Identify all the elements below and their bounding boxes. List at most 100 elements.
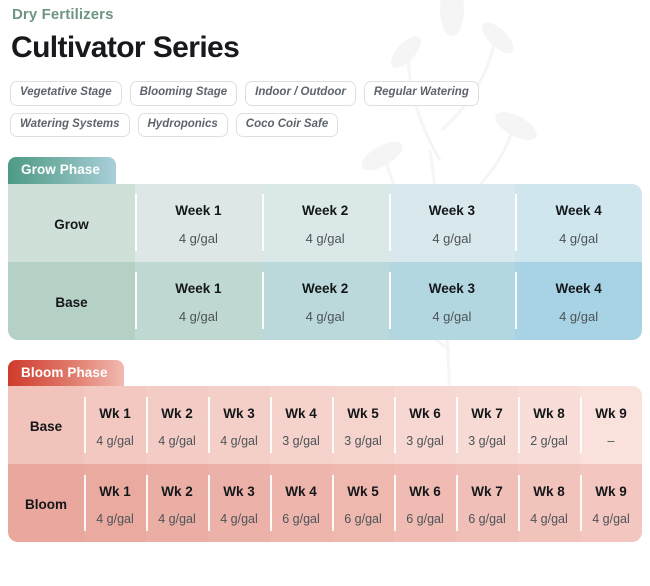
week-dose-value: 4 g/gal [432,230,472,246]
week-dose-value: 4 g/gal [559,230,599,246]
row-header-cell: Bloom [8,464,84,542]
week-label: Wk 9 [595,483,627,499]
week-cell: Week 4 4 g/gal [515,261,642,340]
week-label: Wk 1 [99,405,131,421]
row-header-cell: Base [8,386,84,464]
row-header-cell: Grow [8,183,135,262]
tag-chip[interactable]: Coco Coir Safe [235,112,339,137]
tag-chip[interactable]: Indoor / Outdoor [245,81,356,106]
tag-chip[interactable]: Blooming Stage [129,81,238,106]
week-dose-value: 2 g/gal [530,434,568,448]
tag-chip-row: Vegetative Stage Blooming Stage Indoor / O… [10,81,642,106]
week-dose-value: 3 g/gal [282,434,320,448]
week-dose-value: 4 g/gal [530,512,568,526]
tag-chip[interactable]: Hydroponics [137,112,228,137]
week-label: Week 1 [175,203,222,219]
week-label: Wk 4 [285,405,317,421]
week-label: Wk 9 [595,405,627,421]
week-label: Week 3 [428,281,476,297]
week-cell: Wk 7 3 g/gal [456,386,518,464]
week-cell: Week 1 4 g/gal [135,183,262,262]
week-cell: Wk 1 4 g/gal [84,386,146,464]
week-dose-value: 4 g/gal [178,230,218,246]
week-cell: Wk 4 6 g/gal [270,464,332,542]
week-dose-value: 3 g/gal [344,434,382,448]
week-label: Wk 3 [223,483,255,499]
phase-tab-grow[interactable]: Grow Phase [8,157,117,184]
week-dose-value: 4 g/gal [158,434,196,448]
week-dose-value: 4 g/gal [305,308,345,324]
week-cell: Wk 1 4 g/gal [84,464,146,542]
week-dose-value: 4 g/gal [96,512,134,526]
week-dose-value: – [607,434,615,448]
tag-chip[interactable]: Vegetative Stage [10,81,122,106]
week-dose-value: 4 g/gal [96,434,134,448]
eyebrow-label: Dry Fertilizers [12,6,114,23]
week-label: Wk 6 [409,483,441,499]
week-cell: Wk 2 4 g/gal [146,386,208,464]
week-label: Week 2 [301,203,349,219]
row-header-label: Base [55,294,88,310]
week-cell: Wk 5 3 g/gal [332,386,394,464]
week-label: Wk 8 [533,483,565,499]
row-header-label: Grow [54,216,89,232]
week-label: Wk 2 [161,483,193,499]
week-cell: Wk 8 2 g/gal [518,386,580,464]
week-dose-value: 4 g/gal [220,512,258,526]
week-dose-value: 4 g/gal [158,512,196,526]
week-cell: Wk 3 4 g/gal [208,464,270,542]
tag-chip[interactable]: Regular Watering [363,81,479,106]
week-dose-value: 3 g/gal [468,434,506,448]
phase-tab-bloom[interactable]: Bloom Phase [8,359,124,386]
page-root: Dry Fertilizers Cultivator Series Vegeta… [8,6,642,542]
week-cell: Wk 9 – [580,386,642,464]
tag-chip[interactable]: Watering Systems [10,112,130,137]
week-dose-value: 6 g/gal [282,512,320,526]
week-cell: Wk 3 4 g/gal [208,386,270,464]
week-dose-value: 4 g/gal [220,434,258,448]
week-label: Wk 3 [223,405,255,421]
week-dose-value: 4 g/gal [559,308,599,324]
week-label: Wk 2 [161,405,193,421]
week-cell: Wk 9 4 g/gal [580,464,642,542]
week-dose-value: 4 g/gal [592,512,630,526]
week-cell: Wk 2 4 g/gal [146,464,208,542]
week-dose-value: 3 g/gal [406,434,444,448]
page-title: Cultivator Series [11,31,240,64]
week-label: Wk 4 [285,483,317,499]
week-label: Wk 5 [347,405,379,421]
week-cell: Wk 5 6 g/gal [332,464,394,542]
week-label: Wk 6 [409,405,441,421]
week-label: Wk 1 [99,483,131,499]
week-label: Week 4 [555,203,602,219]
row-header-label: Bloom [25,497,67,513]
week-label: Wk 8 [533,405,565,421]
week-dose-value: 6 g/gal [468,512,506,526]
week-dose-value: 6 g/gal [344,512,382,526]
week-label: Week 4 [555,281,602,297]
week-label: Wk 5 [347,483,379,499]
week-cell: Week 3 4 g/gal [388,261,516,340]
tag-chip-group: Vegetative Stage Blooming Stage Indoor / O… [8,65,642,137]
week-dose-value: 4 g/gal [432,308,472,324]
week-label: Wk 7 [471,483,503,499]
week-label: Wk 7 [471,405,503,421]
week-cell: Wk 6 3 g/gal [394,386,456,464]
week-cell: Week 4 4 g/gal [515,183,642,262]
week-label: Week 2 [301,281,349,297]
row-header-label: Base [29,419,63,435]
week-cell: Wk 8 4 g/gal [518,464,580,542]
